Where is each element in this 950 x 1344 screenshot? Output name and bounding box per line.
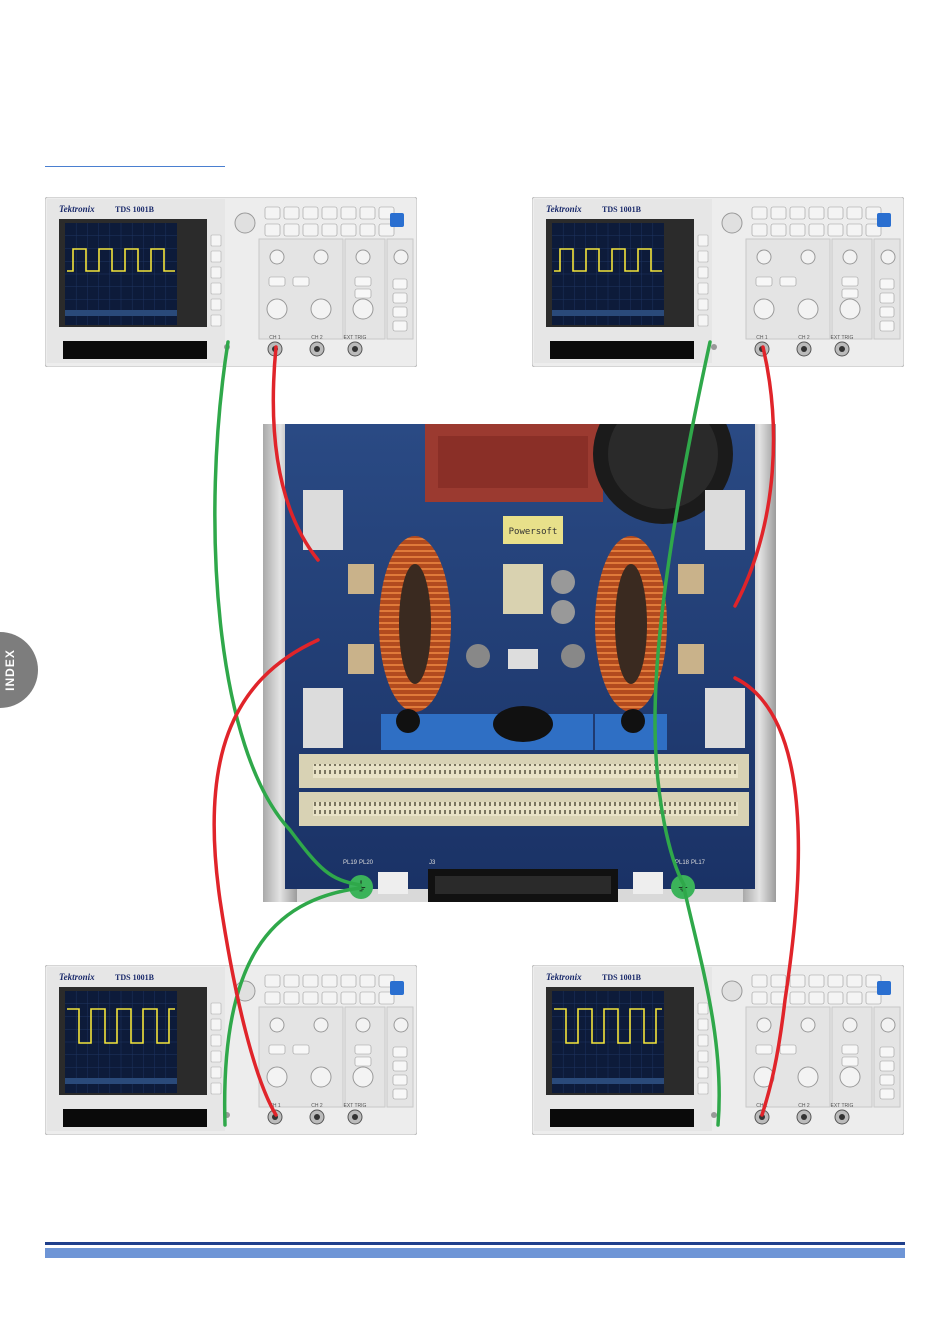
scope-model: TDS 1001B bbox=[602, 973, 642, 982]
scope-label-strip bbox=[550, 341, 694, 359]
scope-ch1-label: CH 1 bbox=[269, 335, 281, 341]
index-tab-label[interactable]: INDEX bbox=[0, 650, 20, 690]
scope-ext-label: EXT TRIG bbox=[831, 1103, 854, 1109]
svg-text:PL18: PL18 bbox=[675, 860, 690, 866]
oscilloscope-top-right: Tektronix TDS 1001B CH 1 CH 2 EXT TRIG bbox=[532, 197, 904, 367]
footer-band bbox=[45, 1248, 905, 1258]
scope-label-strip bbox=[63, 341, 207, 359]
scope-label-strip bbox=[550, 1109, 694, 1127]
scope-brand: Tektronix bbox=[59, 204, 95, 214]
scope-ext-label: EXT TRIG bbox=[344, 335, 367, 341]
footer-rule bbox=[45, 1242, 905, 1245]
oscilloscope-bottom-right: Tektronix TDS 1001B CH 1 CH 2 EXT TRIG bbox=[532, 965, 904, 1135]
scope-ch2-label: CH 2 bbox=[311, 1103, 323, 1109]
svg-text:PL19: PL19 bbox=[343, 860, 358, 866]
svg-text:⏚: ⏚ bbox=[676, 879, 689, 894]
scope-label-strip bbox=[63, 1109, 207, 1127]
amplifier-board-photo: Powersoft bbox=[263, 424, 776, 902]
scope-brand: Tektronix bbox=[546, 972, 582, 982]
oscilloscope-top-left: Tektronix TDS 1001B CH 1 CH 2 EXT TRIG bbox=[45, 197, 417, 367]
scope-model: TDS 1001B bbox=[115, 973, 155, 982]
scope-model: TDS 1001B bbox=[602, 205, 642, 214]
probe-comp-terminal bbox=[711, 1112, 717, 1118]
scope-ch2-label: CH 2 bbox=[311, 335, 323, 341]
scope-ch1-label: CH 1 bbox=[756, 335, 768, 341]
scope-brand: Tektronix bbox=[546, 204, 582, 214]
top-rule bbox=[45, 166, 225, 167]
scope-ch2-label: CH 2 bbox=[798, 1103, 810, 1109]
svg-text:J3: J3 bbox=[429, 860, 436, 866]
scope-ch2-label: CH 2 bbox=[798, 335, 810, 341]
scope-brand: Tektronix bbox=[59, 972, 95, 982]
scope-model: TDS 1001B bbox=[115, 205, 155, 214]
scope-ch1-label: CH 1 bbox=[756, 1103, 768, 1109]
board-chip-label: Powersoft bbox=[509, 527, 558, 537]
probe-comp-terminal bbox=[224, 344, 230, 350]
probe-comp-terminal bbox=[711, 344, 717, 350]
probe-comp-terminal bbox=[224, 1112, 230, 1118]
svg-text:⏚: ⏚ bbox=[354, 879, 367, 894]
oscilloscope-bottom-left: Tektronix TDS 1001B CH 1 CH 2 EXT TRIG bbox=[45, 965, 417, 1135]
svg-text:PL17: PL17 bbox=[691, 860, 706, 866]
scope-ext-label: EXT TRIG bbox=[831, 335, 854, 341]
scope-ext-label: EXT TRIG bbox=[344, 1103, 367, 1109]
scope-ch1-label: CH 1 bbox=[269, 1103, 281, 1109]
svg-text:PL20: PL20 bbox=[359, 860, 374, 866]
